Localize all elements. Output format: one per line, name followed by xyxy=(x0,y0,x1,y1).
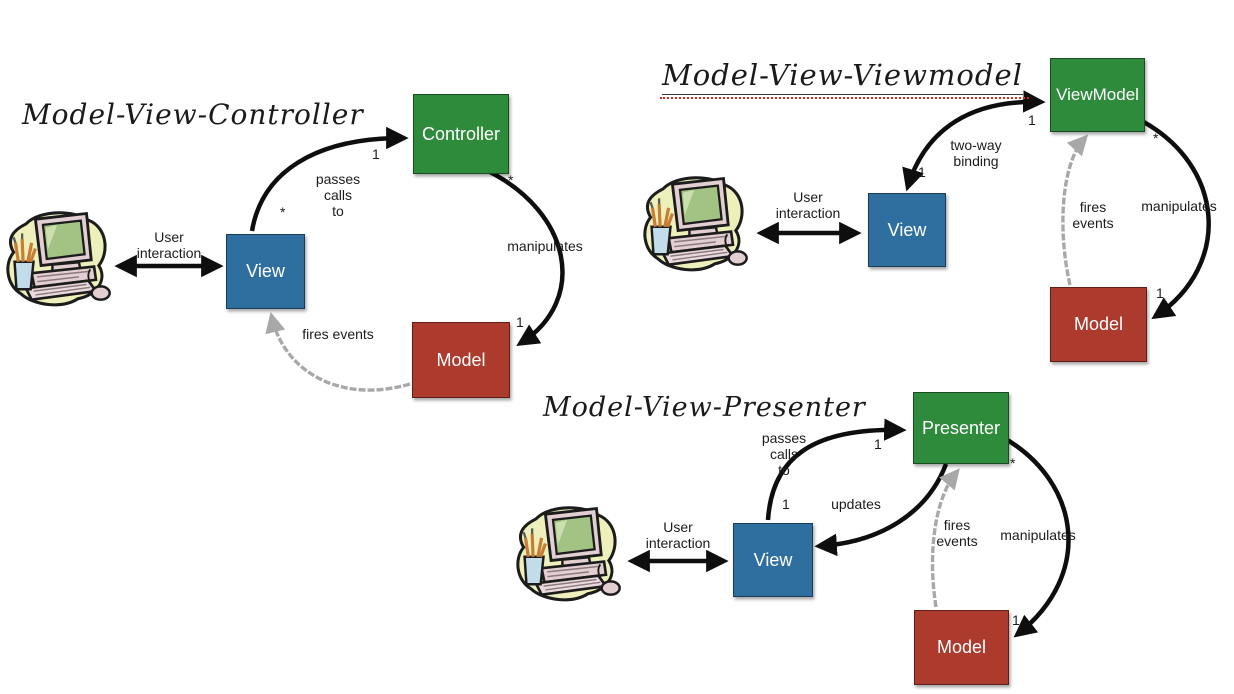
mvp-fires-events-label: fires events xyxy=(936,517,978,549)
mvp-passes-calls-label: passes calls to xyxy=(761,430,807,478)
mvc-view-node: View xyxy=(226,234,305,309)
mvp-presenter-multiplicity-in: 1 xyxy=(874,436,882,452)
mvvm-viewmodel-node: ViewModel xyxy=(1050,58,1145,132)
mvvm-manipulates-arrow xyxy=(1138,118,1211,320)
mvp-view-multiplicity: 1 xyxy=(782,496,790,512)
mvp-view-node: View xyxy=(733,523,813,597)
mvc-model-node: Model xyxy=(412,322,510,398)
mvc-fires-events-label: fires events xyxy=(302,326,374,342)
mvp-user-interaction-label: User interaction xyxy=(645,519,711,551)
computer-icon xyxy=(640,170,754,276)
mvc-model-multiplicity: 1 xyxy=(516,314,524,330)
mvvm-viewmodel-multiplicity-out: * xyxy=(1153,130,1159,146)
mvvm-view-multiplicity: 1 xyxy=(918,164,926,180)
mvc-controller-multiplicity-in: 1 xyxy=(372,146,380,162)
mvc-passes-calls-label: passes calls to xyxy=(315,171,361,219)
mvvm-model-node: Model xyxy=(1050,287,1147,362)
mvp-model-node: Model xyxy=(914,610,1009,685)
mvvm-title: Model-View-Viewmodel xyxy=(660,58,1029,99)
computer-icon xyxy=(3,205,117,311)
mvvm-model-multiplicity: 1 xyxy=(1156,285,1164,301)
mvp-updates-label: updates xyxy=(831,496,881,512)
mvc-view-multiplicity: * xyxy=(280,204,286,220)
mvvm-user-interaction-label: User interaction xyxy=(775,189,841,221)
mvp-manipulates-label: manipulates xyxy=(1000,527,1076,543)
mvc-manipulates-arrow xyxy=(485,167,565,347)
mvc-manipulates-label: manipulates xyxy=(507,238,583,254)
mvvm-view-node: View xyxy=(868,193,946,267)
mvc-user-interaction-label: User interaction xyxy=(136,229,202,261)
mvp-model-multiplicity: 1 xyxy=(1012,612,1020,628)
mvp-title: Model-View-Presenter xyxy=(543,392,866,423)
mvc-title: Model-View-Controller xyxy=(22,98,364,131)
mvvm-manipulates-label: manipulates xyxy=(1141,198,1217,214)
mvvm-fires-events-label: fires events xyxy=(1072,199,1114,231)
mvc-controller-node: Controller xyxy=(413,94,509,174)
computer-icon xyxy=(513,500,627,606)
mvvm-two-way-binding-label: two-way binding xyxy=(950,137,1002,169)
mvvm-viewmodel-multiplicity-in: 1 xyxy=(1028,112,1036,128)
mvp-presenter-multiplicity-out: * xyxy=(1010,455,1016,471)
mvp-presenter-node: Presenter xyxy=(913,392,1009,464)
mvc-controller-multiplicity-out: * xyxy=(508,172,514,188)
